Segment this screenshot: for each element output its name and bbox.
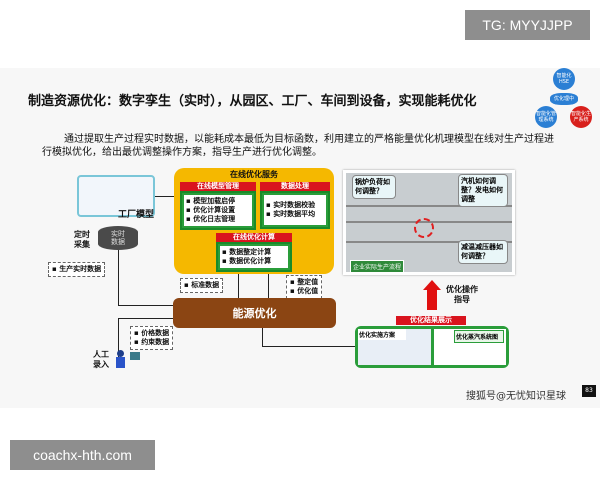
bubble-turbine: 汽机如何调整？发电如何调整 [458, 174, 508, 207]
logo-circle-hse: 智能化HSE [553, 68, 575, 90]
arrow-up-icon [423, 280, 441, 290]
line-db [118, 250, 119, 306]
page-number: 83 [582, 385, 596, 397]
slide-paragraph: 通过提取生产过程实时数据，以能耗成本最低为目标函数，利用建立的严格能量优化机理模… [42, 134, 554, 158]
model-mgmt-item: ▪ 优化计算设置 [186, 206, 236, 214]
production-data-box: ▪ 生产实时数据 [48, 262, 106, 277]
model-mgmt-box: 在线模型管理 ▪ 模型加载启停 ▪ 优化计算设置 ▪ 优化日志管理 [180, 182, 256, 230]
manual-input-label: 人工录入 [93, 350, 109, 369]
realtime-database-icon: 实时数据 [98, 226, 138, 250]
online-calc-item: ▪ 数据优化计算 [222, 257, 272, 265]
results-title: 优化结果展示 [396, 316, 466, 325]
arrow-to-results [262, 346, 355, 347]
price-data: ▪ 价格数据 [134, 329, 170, 337]
plan-title: 优化实施方案 [358, 329, 406, 340]
arrow-manual-energy [118, 318, 173, 319]
operator-computer-icon [114, 350, 144, 368]
plant-label: 企业实际生产流程 [350, 260, 405, 273]
data-proc-item: ▪ 实时数据平均 [266, 210, 316, 218]
logo-circle-center: 优化理中 [550, 93, 578, 105]
bubble-reducer: 减温减压器如何调整？ [458, 240, 508, 264]
manual-data-box: ▪ 价格数据 ▪ 约束数据 [130, 326, 174, 350]
guide-label: 优化操作指导 [446, 285, 478, 304]
steam-title: 优化蒸汽系统图 [454, 330, 504, 343]
model-mgmt-item: ▪ 优化日志管理 [186, 215, 236, 223]
line-down [262, 328, 263, 346]
production-data-label: 生产实时数据 [59, 265, 102, 273]
online-service-title: 在线优化服务 [230, 170, 278, 179]
arrow-down [268, 274, 269, 298]
watermark-site: coachx-hth.com [10, 440, 155, 470]
bubble-boiler: 锅炉负荷如何调整？ [352, 175, 396, 199]
results-panel: 优化实施方案 优化蒸汽系统图 [355, 326, 509, 368]
steam-diagram: 优化蒸汽系统图 [434, 329, 506, 365]
sohu-watermark: 搜狐号@无忧知识星球 [466, 391, 566, 402]
data-processing-title: 数据处理 [260, 182, 330, 191]
data-proc-item: ▪ 实时数据校验 [266, 201, 316, 209]
watermark-tg: TG: MYYJJPP [465, 10, 590, 40]
energy-optimization-block: 能源优化 [173, 298, 336, 328]
model-mgmt-title: 在线模型管理 [180, 182, 256, 191]
timed-collect-label: 定时采集 [74, 230, 90, 249]
setpoint-box: ▪ 整定值 ▪ 优化值 [286, 275, 323, 299]
arrow-up [238, 274, 239, 298]
plan-table: 优化实施方案 [358, 329, 431, 365]
constraint-data: ▪ 约束数据 [134, 338, 170, 346]
slide-title: 制造资源优化：数字孪生（实时），从园区、工厂、车间到设备，实现能耗优化 [28, 94, 477, 109]
logo-circle-mgmt: 智能化管理系统 [535, 106, 557, 128]
standard-data-box: ▪ 标准数据 [180, 278, 224, 293]
arrow-to-energy [118, 305, 173, 306]
data-processing-box: 数据处理 ▪ 实时数据校验 ▪ 实时数据平均 [260, 182, 330, 229]
arrow-factory [155, 196, 174, 197]
online-calc-item: ▪ 数据整定计算 [222, 248, 272, 256]
factory-model-image [77, 175, 155, 217]
factory-model-label: 工厂模型 [118, 210, 155, 220]
logo-circle-prod: 智能化生产系统 [570, 106, 592, 128]
online-calc-title: 在线优化计算 [216, 233, 292, 242]
arrow-up-stem [427, 290, 437, 310]
model-mgmt-item: ▪ 模型加载启停 [186, 197, 236, 205]
online-calc-box: 在线优化计算 ▪ 数据整定计算 ▪ 数据优化计算 [216, 233, 292, 272]
line-manual [118, 318, 119, 358]
